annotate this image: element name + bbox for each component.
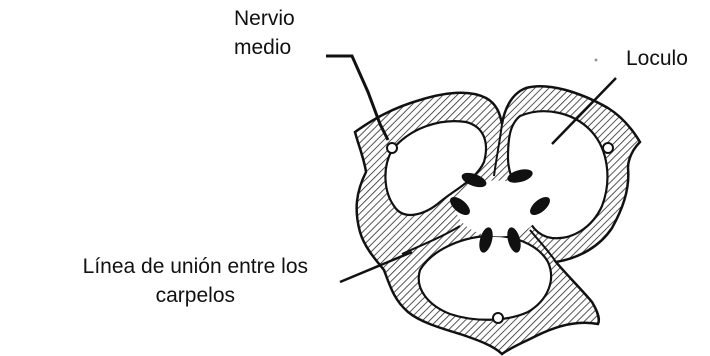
central-placenta bbox=[454, 180, 540, 237]
septum-line bbox=[401, 225, 461, 255]
locule-lower bbox=[417, 234, 553, 321]
label-linea-line2: carpelos bbox=[155, 284, 236, 307]
nervio-medio-leader bbox=[326, 54, 390, 141]
vascular-bundle bbox=[602, 142, 614, 154]
ovule bbox=[530, 197, 550, 215]
ovule bbox=[461, 172, 487, 188]
ovule bbox=[479, 227, 493, 253]
septum-line bbox=[493, 123, 503, 177]
vascular-bundle bbox=[386, 142, 398, 154]
label-nervio-line2: medio bbox=[234, 36, 292, 59]
vascular-bundle bbox=[492, 312, 504, 324]
linea-union-leader bbox=[339, 250, 413, 284]
septum-line bbox=[529, 229, 557, 263]
label-nervio-medio: Nervio medio bbox=[234, 4, 295, 62]
speck bbox=[594, 58, 598, 62]
ovule bbox=[507, 227, 521, 253]
label-loculo: Loculo bbox=[626, 47, 688, 70]
label-linea-line1: Línea de unión entre los bbox=[82, 255, 308, 278]
ovule bbox=[450, 197, 470, 215]
ovule bbox=[507, 169, 533, 183]
label-nervio-line1: Nervio bbox=[234, 7, 295, 30]
label-linea-union: Línea de unión entre los carpelos bbox=[83, 252, 308, 310]
loculo-leader bbox=[551, 77, 617, 145]
